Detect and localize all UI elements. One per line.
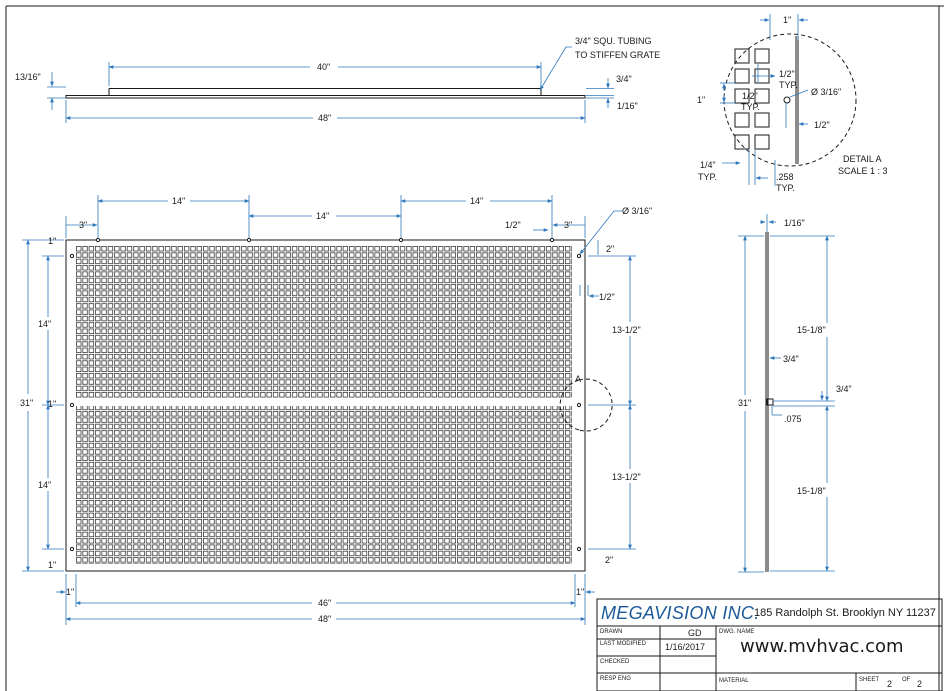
dim-half-top: 1/2" — [505, 220, 521, 230]
dim-48-front: 48" — [318, 614, 331, 624]
last-modified-value: 1/16/2017 — [665, 642, 706, 652]
detail-typ-b: TYP. — [741, 102, 760, 112]
dim-13-16: 13/16" — [15, 72, 41, 82]
dim-14-c: 14" — [470, 196, 483, 206]
resp-eng-label: RESP ENG — [600, 676, 631, 682]
detail-a: 1" 1/2" TYP. 1/2" TYP. 1" Ø 3/16" 1/2" 1… — [697, 14, 888, 193]
dim-1-bot: 1" — [48, 560, 56, 570]
side-dim-15-top: 15-1/8" — [797, 325, 826, 335]
dim-1-left-bot: 1" — [66, 587, 74, 597]
dim-14-a: 14" — [172, 196, 185, 206]
dim-14-left-a: 14" — [38, 319, 51, 329]
hole-dia-top: Ø 3/16" — [622, 206, 652, 216]
detail-title: DETAIL A — [843, 154, 882, 164]
dim-1-right-bot: 1" — [576, 587, 584, 597]
dim-1-top: 1" — [48, 236, 56, 246]
side-dim-15-bot: 15-1/8" — [797, 486, 826, 496]
dim-31-front: 31" — [20, 398, 33, 408]
detail-quarter: 1/4" — [700, 160, 716, 170]
company-name: MEGAVISION INC. — [601, 603, 760, 623]
perforation-grid-bottom — [76, 406, 572, 564]
tubing-note-line2: TO STIFFEN GRATE — [575, 50, 660, 60]
side-dim-3-4-b: 3/4" — [836, 384, 852, 394]
detail-dim-1: 1" — [783, 15, 791, 25]
company-address: 185 Randolph St. Brooklyn NY 11237 — [754, 607, 936, 619]
dim-46: 46" — [318, 598, 331, 608]
detail-typ-c: TYP. — [698, 172, 717, 182]
dim-14-left-b: 14" — [38, 480, 51, 490]
perforation-grid-top — [76, 246, 572, 398]
dim-13-half-a: 13-1/2" — [612, 325, 641, 335]
dwg-name-label: DWG. NAME — [719, 629, 755, 635]
of-label: OF — [902, 677, 911, 683]
dim-3-right: 3" — [564, 220, 572, 230]
sheet-label: SHEET — [859, 677, 880, 683]
detail-a-callout: A — [575, 374, 581, 384]
top-view: 40" 48" 13/16" 3/4" 1/16" 3/4" SQU. TUBI… — [15, 36, 660, 123]
checked-label: CHECKED — [600, 659, 630, 665]
detail-dim-1-left: 1" — [697, 95, 705, 105]
dim-2-top: 2" — [606, 244, 614, 254]
dim-1-mid: 1" — [48, 399, 56, 409]
dim-40: 40" — [317, 62, 330, 72]
detail-typ-d: TYP. — [776, 183, 795, 193]
last-modified-label: LAST MODIFIED — [600, 641, 646, 647]
sheet-total: 2 — [917, 679, 923, 689]
detail-half-right: 1/2" — [814, 120, 830, 130]
dim-1-16-top: 1/16" — [617, 101, 638, 111]
dim-3-left: 3" — [79, 220, 87, 230]
dim-13-half-b: 13-1/2" — [612, 472, 641, 482]
drawn-label: DRAWN — [600, 629, 623, 635]
side-dim-1-16: 1/16" — [784, 218, 805, 228]
dim-half-right: 1/2" — [599, 292, 615, 302]
detail-scale: SCALE 1 : 3 — [838, 166, 888, 176]
drawn-value: GD — [688, 628, 702, 638]
tubing-note-line1: 3/4" SQU. TUBING — [575, 36, 652, 46]
detail-258: .258 — [776, 172, 794, 182]
side-dim-075: .075 — [784, 414, 802, 424]
dim-14-b: 14" — [316, 211, 329, 221]
title-block-frame — [596, 598, 943, 691]
detail-typ-a: TYP. — [779, 80, 798, 90]
dim-3-4-top: 3/4" — [616, 74, 632, 84]
sheet-border — [5, 5, 944, 691]
sheet-number: 2 — [887, 679, 893, 689]
front-view: 14" 14" 14" 3" 1/2" 3" Ø 3/16" 1" 14" 31… — [20, 195, 652, 625]
dim-48-top: 48" — [318, 113, 331, 123]
detail-hole-dia: Ø 3/16" — [811, 87, 841, 97]
material-label: MATERIAL — [719, 678, 749, 684]
dim-2-bot: 2" — [605, 555, 613, 565]
side-dim-31: 31" — [738, 398, 751, 408]
side-view: 1/16" 31" 15-1/8" 3/4" 3/4" .075 15-1/8" — [738, 214, 852, 573]
detail-half-typ-b: 1/2" — [742, 91, 758, 101]
detail-half-typ-a: 1/2" — [779, 69, 795, 79]
side-dim-3-4-a: 3/4" — [783, 354, 799, 364]
website-link[interactable]: www.mvhvac.com — [740, 636, 904, 657]
